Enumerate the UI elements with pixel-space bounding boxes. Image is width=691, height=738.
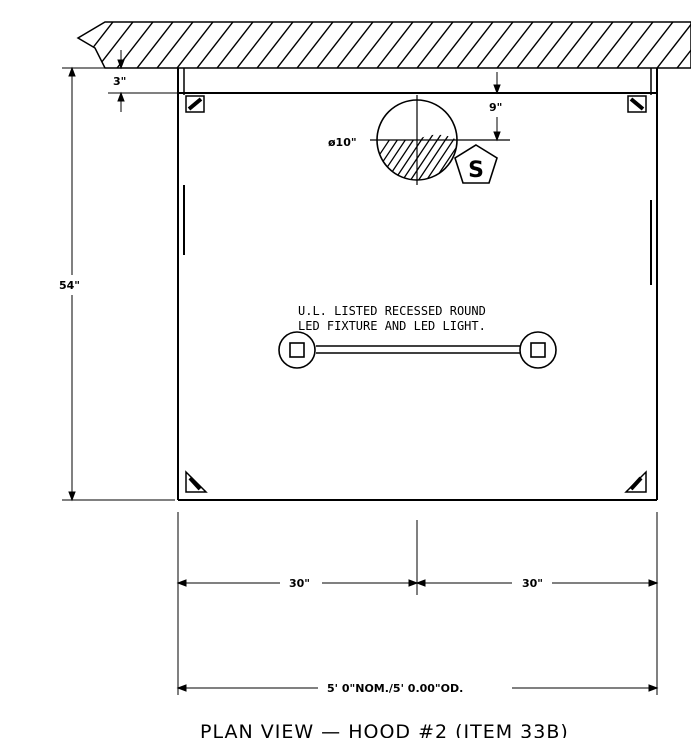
dim-right-half-label: 30" <box>522 577 543 590</box>
fixture-note-line1: U.L. LISTED RECESSED ROUND <box>298 304 486 318</box>
dim-pipe-offset-label: 9" <box>489 101 502 114</box>
hood-outline <box>177 68 658 501</box>
led-light-fixture <box>278 331 557 369</box>
sprinkler-symbol-label: S <box>468 158 484 183</box>
dimension-depth <box>62 66 175 502</box>
drawing-title: PLAN VIEW — HOOD #2 (ITEM 33B) <box>200 721 569 738</box>
dim-depth-label: 54" <box>59 279 80 292</box>
dim-pipe-diameter-label: ø10" <box>328 136 357 149</box>
dim-overall-label: 5' 0"NOM./5' 0.00"OD. <box>327 682 463 695</box>
fixture-note-line2: LED FIXTURE AND LED LIGHT. <box>298 319 486 333</box>
wall-hatch <box>76 21 691 69</box>
sprinkler-symbol-icon: S <box>454 144 498 184</box>
dimension-pipe-offset <box>493 72 501 142</box>
dimension-top-offset <box>62 50 178 112</box>
corner-hanger-icons <box>185 95 647 493</box>
dim-left-half-label: 30" <box>289 577 310 590</box>
dim-top-offset-label: 3" <box>113 75 126 88</box>
dimension-bottom <box>176 512 659 695</box>
